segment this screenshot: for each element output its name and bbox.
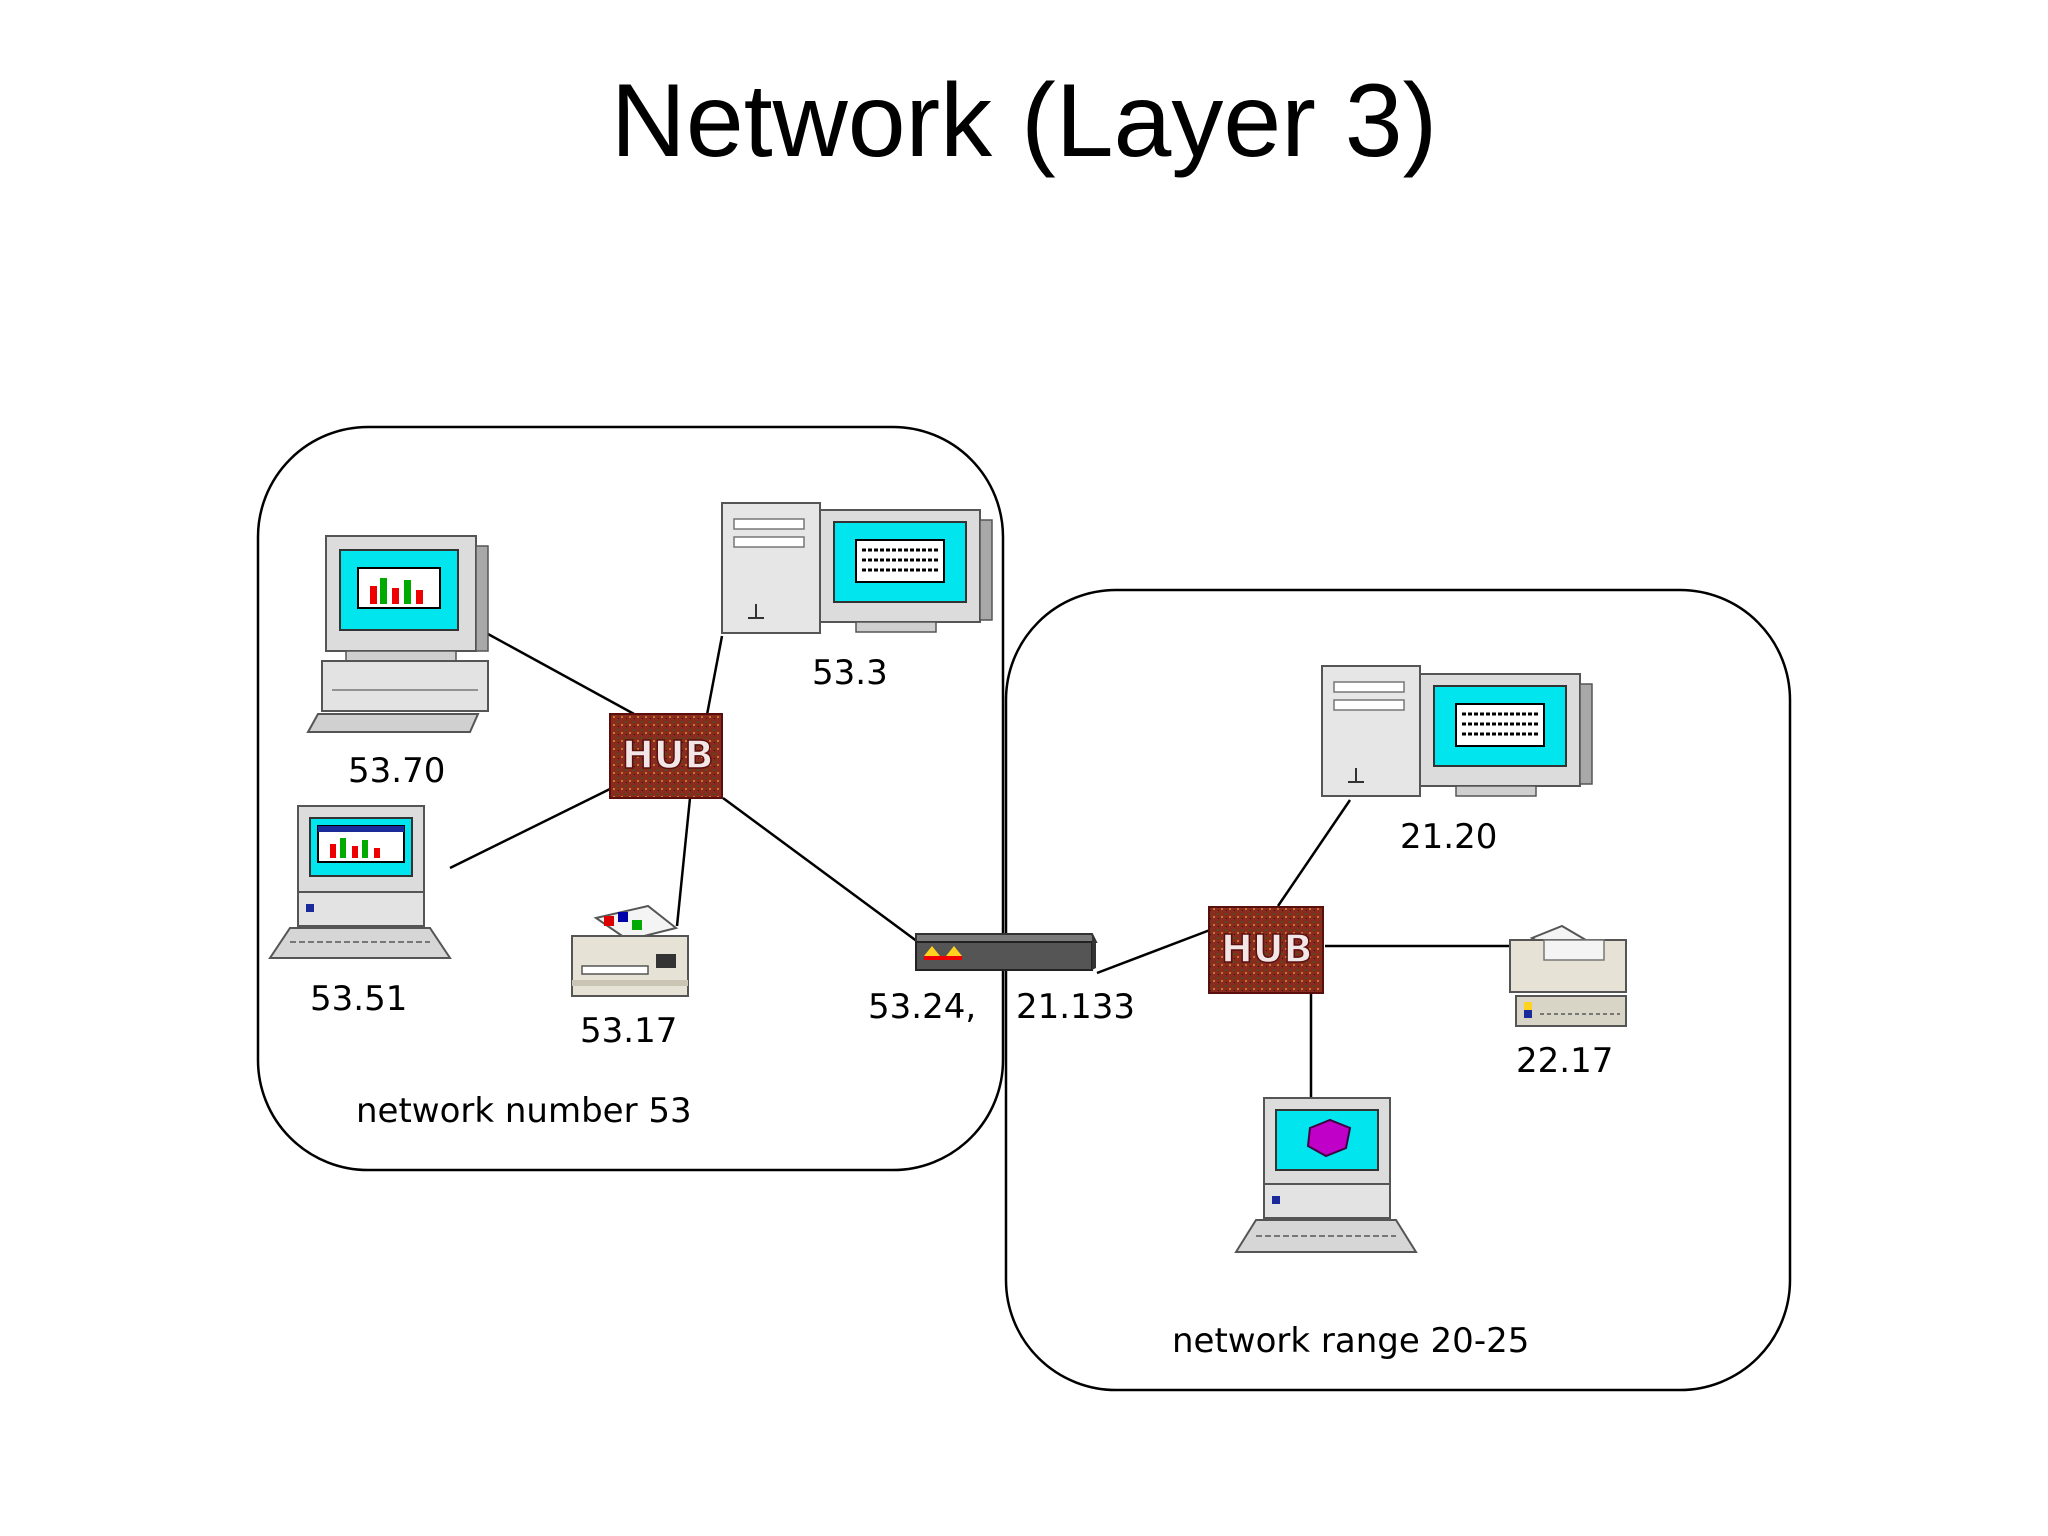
node-label: 53.51	[310, 979, 407, 1019]
links	[449, 632, 1510, 1098]
link-53-70	[487, 632, 646, 722]
router-address-left: 53.24,	[868, 987, 976, 1027]
hub-icon[interactable]: HUB	[609, 713, 723, 799]
network-caption-right: network range 20-25	[1172, 1321, 1529, 1361]
network-20-25-boundary	[1004, 588, 1792, 1392]
network-caption-left: network number 53	[356, 1091, 692, 1131]
link-router-left	[722, 796, 919, 944]
link-53-51	[449, 786, 613, 870]
computer-icon[interactable]	[306, 535, 489, 733]
svg-text:HUB: HUB	[1221, 927, 1313, 971]
printer-icon[interactable]	[1509, 924, 1627, 1027]
network-53-boundary	[256, 425, 1005, 1172]
tower-computer-icon[interactable]	[721, 502, 993, 634]
link-21-20	[1276, 799, 1352, 907]
link-53-3	[704, 635, 724, 721]
printer-icon[interactable]	[571, 904, 689, 997]
terminal-computer-icon[interactable]	[268, 805, 452, 959]
hub-icon[interactable]: HUB	[1208, 906, 1324, 994]
router-icon[interactable]	[915, 933, 1098, 971]
node-label: 21.20	[1400, 817, 1497, 857]
node-label: 53.17	[580, 1011, 677, 1051]
terminal-computer-icon[interactable]	[1234, 1097, 1418, 1253]
tower-computer-icon[interactable]	[1321, 665, 1593, 797]
link-53-17	[675, 797, 692, 927]
svg-text:HUB: HUB	[622, 733, 714, 777]
link-router-right	[1096, 928, 1211, 975]
node-label: 53.3	[812, 653, 888, 693]
router-address-right: 21.133	[1016, 987, 1135, 1027]
slide-title: Network (Layer 3)	[610, 63, 1438, 179]
node-label: 22.17	[1516, 1041, 1613, 1081]
node-label: 53.70	[348, 751, 445, 791]
